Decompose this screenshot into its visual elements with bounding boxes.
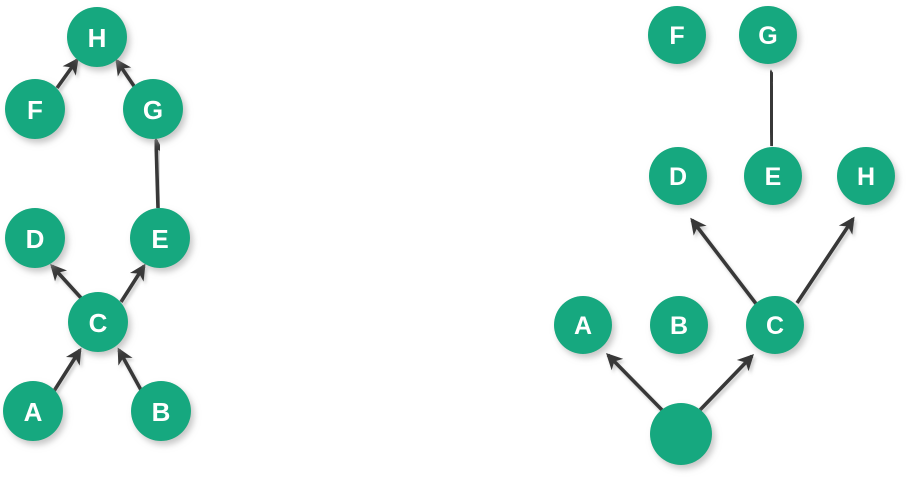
node-circle: [650, 403, 712, 465]
node-e[interactable]: E: [130, 208, 190, 268]
node-circle: [649, 147, 707, 205]
right-graph-edges: [606, 69, 855, 414]
node-a[interactable]: A: [554, 296, 612, 354]
node-b[interactable]: B: [131, 381, 191, 441]
left-graph-edges: [13, 57, 165, 392]
node-circle: [5, 208, 65, 268]
node-circle: [746, 296, 804, 354]
edge-e-to-g: [763, 69, 780, 147]
node-c[interactable]: C: [746, 296, 804, 354]
node-circle: [67, 7, 127, 67]
node-g[interactable]: G: [739, 6, 797, 64]
edge-f-to-h: [55, 57, 79, 90]
edge-b-to-c: [117, 347, 143, 391]
node-d[interactable]: D: [649, 147, 707, 205]
edge-c-to-d: [50, 263, 84, 301]
node-circle: [739, 6, 797, 64]
node-e[interactable]: E: [744, 147, 802, 205]
edge-e-to-g: [148, 137, 165, 209]
node-c[interactable]: C: [68, 292, 128, 352]
node-h[interactable]: H: [837, 147, 895, 205]
node-root[interactable]: [650, 403, 712, 465]
edge-c-to-h: [795, 216, 855, 304]
edge-c-to-d: [690, 217, 759, 307]
node-f[interactable]: F: [5, 79, 65, 139]
node-circle: [5, 79, 65, 139]
edge-root-to-a: [606, 352, 666, 414]
edge-c-to-e: [119, 263, 146, 303]
node-circle: [130, 208, 190, 268]
node-circle: [744, 147, 802, 205]
node-circle: [554, 296, 612, 354]
node-circle: [648, 6, 706, 64]
node-f[interactable]: F: [648, 6, 706, 64]
node-a[interactable]: A: [3, 381, 63, 441]
edge-g-to-h: [115, 58, 138, 91]
node-circle: [131, 381, 191, 441]
node-circle: [3, 381, 63, 441]
edge-root-to-c: [698, 353, 754, 412]
edge-a-to-c: [52, 347, 82, 392]
node-g[interactable]: G: [123, 79, 183, 139]
node-circle: [650, 296, 708, 354]
node-b[interactable]: B: [650, 296, 708, 354]
node-d[interactable]: D: [5, 208, 65, 268]
node-circle: [837, 147, 895, 205]
node-h[interactable]: H: [67, 7, 127, 67]
node-circle: [123, 79, 183, 139]
node-circle: [68, 292, 128, 352]
